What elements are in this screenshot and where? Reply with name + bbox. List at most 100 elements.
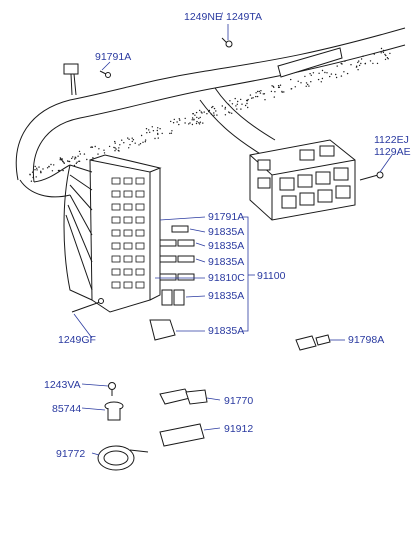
fuse-slot — [111, 203, 121, 211]
harness-speckle — [140, 134, 143, 137]
harness-speckle — [114, 142, 116, 144]
harness-speckle — [251, 97, 253, 99]
harness-speckle — [229, 112, 231, 114]
switch-part — [63, 63, 111, 96]
harness-speckle — [198, 117, 200, 120]
harness-speckle — [277, 85, 280, 87]
connector-91770 — [159, 388, 208, 405]
harness-speckle — [228, 111, 230, 113]
harness-speckle — [179, 119, 181, 121]
fuse-slot — [111, 281, 121, 289]
harness-speckle — [148, 129, 150, 131]
harness-speckle — [152, 130, 155, 132]
harness-speckle — [138, 144, 140, 146]
harness-speckle — [103, 149, 105, 151]
harness-speckle — [216, 114, 218, 116]
harness-speckle — [134, 142, 136, 144]
harness-speckle — [75, 162, 78, 165]
harness-speckle — [154, 137, 156, 140]
harness-speckle — [128, 138, 130, 140]
label-fuse-1: 91835A — [208, 226, 244, 238]
harness-speckle — [156, 129, 158, 132]
harness-speckle — [92, 157, 94, 159]
harness-speckle — [213, 107, 216, 110]
harness-speckle — [113, 146, 115, 149]
harness-speckle — [199, 121, 202, 123]
harness-speckle — [362, 55, 364, 57]
fuse-slot — [123, 203, 133, 211]
harness-speckle — [68, 160, 71, 163]
tube-part — [159, 423, 205, 447]
harness-speckle — [198, 123, 201, 125]
harness-speckle — [324, 71, 326, 74]
harness-speckle — [357, 69, 359, 71]
connector-block — [249, 139, 356, 221]
harness-speckle — [128, 147, 130, 149]
harness-speckle — [234, 97, 236, 100]
harness-speckle — [83, 153, 86, 155]
harness-speckle — [71, 157, 73, 160]
harness-speckle — [191, 117, 194, 119]
fuse-slot — [135, 281, 145, 289]
label-fuse-4: 91835A — [208, 290, 244, 302]
harness-speckle — [335, 76, 338, 79]
harness-speckle — [200, 111, 202, 113]
harness-speckle — [308, 85, 310, 87]
harness-speckle — [358, 64, 361, 67]
harness-speckle — [132, 139, 135, 141]
harness-speckle — [146, 132, 148, 134]
callout-labels: 1249NE / 1249TA 91791A 1122EJ 1129AE 917… — [44, 11, 411, 460]
harness-speckle — [310, 81, 312, 83]
harness-speckle — [372, 62, 374, 65]
fuse-slot — [135, 268, 145, 276]
svg-text:/: / — [220, 11, 223, 23]
harness-speckle — [169, 132, 171, 135]
harness-speckle — [157, 133, 159, 136]
harness-speckle — [213, 112, 215, 114]
screw-left — [71, 298, 104, 313]
harness-speckle — [159, 128, 161, 130]
harness-speckle — [249, 94, 252, 96]
harness-speckle — [317, 78, 320, 81]
harness-speckle — [231, 103, 234, 105]
harness-speckle — [320, 81, 322, 83]
harness-speckle — [67, 160, 69, 163]
harness-speckle — [321, 69, 324, 72]
label-fuse-block: 91810C — [208, 272, 245, 284]
harness-speckle — [246, 100, 249, 102]
harness-speckle — [384, 53, 386, 56]
harness-speckle — [78, 160, 80, 162]
harness-speckle — [203, 111, 205, 113]
harness-speckle — [40, 171, 42, 173]
harness-speckle — [35, 176, 37, 178]
harness-speckle — [59, 159, 61, 161]
harness-speckle — [206, 113, 208, 115]
harness-speckle — [263, 93, 266, 95]
fuse-parts — [149, 225, 195, 341]
harness-speckle — [145, 128, 148, 130]
fuse-slot — [123, 216, 133, 224]
harness-speckle — [305, 85, 307, 88]
harness-speckle — [318, 72, 320, 75]
fuse-slot — [123, 255, 133, 263]
harness-speckle — [307, 83, 309, 86]
harness-speckle — [34, 165, 36, 168]
label-bolt-top: 1249NE — [184, 11, 222, 23]
label-assembly: 91100 — [257, 270, 286, 282]
harness-speckle — [30, 180, 33, 182]
harness-speckle — [310, 74, 312, 77]
harness-speckle — [237, 100, 239, 103]
harness-speckle — [42, 168, 44, 170]
label-screw-right: 1122EJ — [374, 134, 409, 146]
harness-speckle — [255, 92, 257, 94]
harness-speckle — [191, 119, 193, 121]
harness-speckle — [196, 116, 198, 119]
harness-speckle — [387, 58, 389, 60]
harness-speckle — [221, 105, 223, 107]
harness-speckle — [103, 152, 106, 154]
harness-speckle — [357, 61, 359, 64]
harness-speckle — [34, 169, 36, 171]
harness-speckle — [246, 102, 248, 105]
harness-speckle — [360, 62, 362, 65]
harness-speckle — [236, 108, 238, 110]
